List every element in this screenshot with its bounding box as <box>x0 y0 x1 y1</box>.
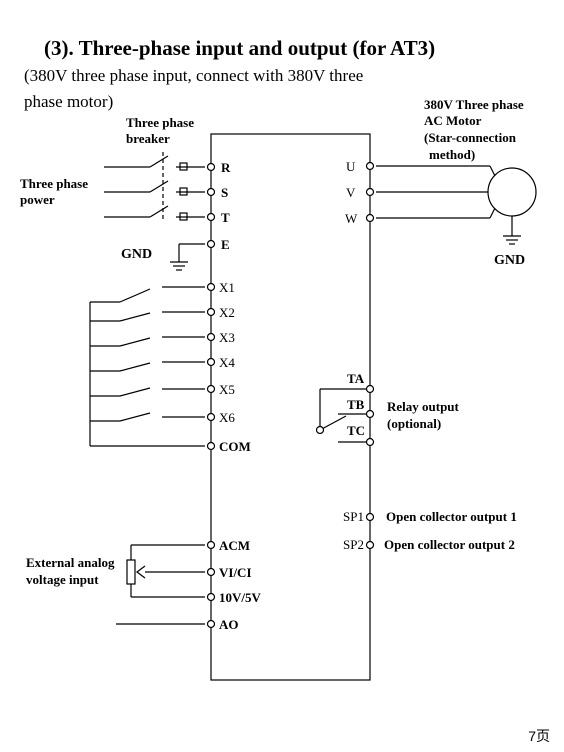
input-switches <box>89 286 205 447</box>
breaker-label-2: breaker <box>126 131 170 146</box>
terminal-VICI: VI/CI <box>219 565 252 580</box>
relay-label-2: (optional) <box>387 416 441 431</box>
terminal-X4: X4 <box>219 355 235 370</box>
analog-label-2: voltage input <box>26 572 99 587</box>
terminal-TC: TC <box>347 423 365 438</box>
analog-label-1: External analog <box>26 555 115 570</box>
open-collector-1-label: Open collector output 1 <box>386 509 517 524</box>
motor-label-4: method) <box>429 147 475 162</box>
terminal-V: V <box>346 185 356 200</box>
inverter-box <box>210 133 371 681</box>
terminal-X6: X6 <box>219 410 235 425</box>
terminal-ACM: ACM <box>219 538 250 553</box>
left-terminal-labels: R S T E X1 X2 X3 X4 X5 X6 COM ACM VI/CI … <box>219 160 262 632</box>
terminal-X5: X5 <box>219 382 235 397</box>
subtitle-line-1: (380V three phase input, connect with 38… <box>24 66 364 85</box>
power-label-2: power <box>20 192 55 207</box>
terminal-10V: 10V/5V <box>219 590 262 605</box>
power-label-1: Three phase <box>20 176 88 191</box>
terminal-SP1: SP1 <box>343 509 364 524</box>
terminal-X1: X1 <box>219 280 235 295</box>
gnd-left-label: GND <box>121 247 152 262</box>
terminal-W: W <box>345 211 358 226</box>
terminal-X2: X2 <box>219 305 235 320</box>
terminal-U: U <box>346 159 356 174</box>
annotation-labels: Three phase breaker Three phase power GN… <box>20 97 525 587</box>
terminal-AO: AO <box>219 617 239 632</box>
right-terminal-labels: U V W TA TB TC SP1 SP2 <box>343 159 365 552</box>
terminal-COM: COM <box>219 439 251 454</box>
motor-label-2: AC Motor <box>424 113 482 128</box>
terminal-circles <box>206 161 375 629</box>
open-collector-2-label: Open collector output 2 <box>384 537 515 552</box>
potentiometer <box>116 544 205 625</box>
terminal-TB: TB <box>347 397 365 412</box>
terminal-SP2: SP2 <box>343 537 364 552</box>
terminal-S: S <box>221 185 228 200</box>
subtitle-line-2: phase motor) <box>24 92 114 111</box>
motor-circle <box>487 167 537 217</box>
terminal-T: T <box>221 210 230 225</box>
terminal-E: E <box>221 237 230 252</box>
page-title: (3). Three-phase input and output (for A… <box>44 36 436 60</box>
breaker-switches <box>104 152 205 221</box>
breaker-label-1: Three phase <box>126 115 194 130</box>
motor-label-3: (Star-connection <box>424 130 517 145</box>
motor-wiring <box>376 165 537 245</box>
relay-contacts <box>319 388 370 443</box>
page-number: 7页 <box>528 728 550 744</box>
terminal-R: R <box>221 160 231 175</box>
relay-label-1: Relay output <box>387 399 460 414</box>
motor-label-1: 380V Three phase <box>424 97 524 112</box>
terminal-X3: X3 <box>219 330 235 345</box>
gnd-right-label: GND <box>494 253 525 268</box>
ground-left-symbol <box>170 243 205 271</box>
terminal-TA: TA <box>347 371 365 386</box>
